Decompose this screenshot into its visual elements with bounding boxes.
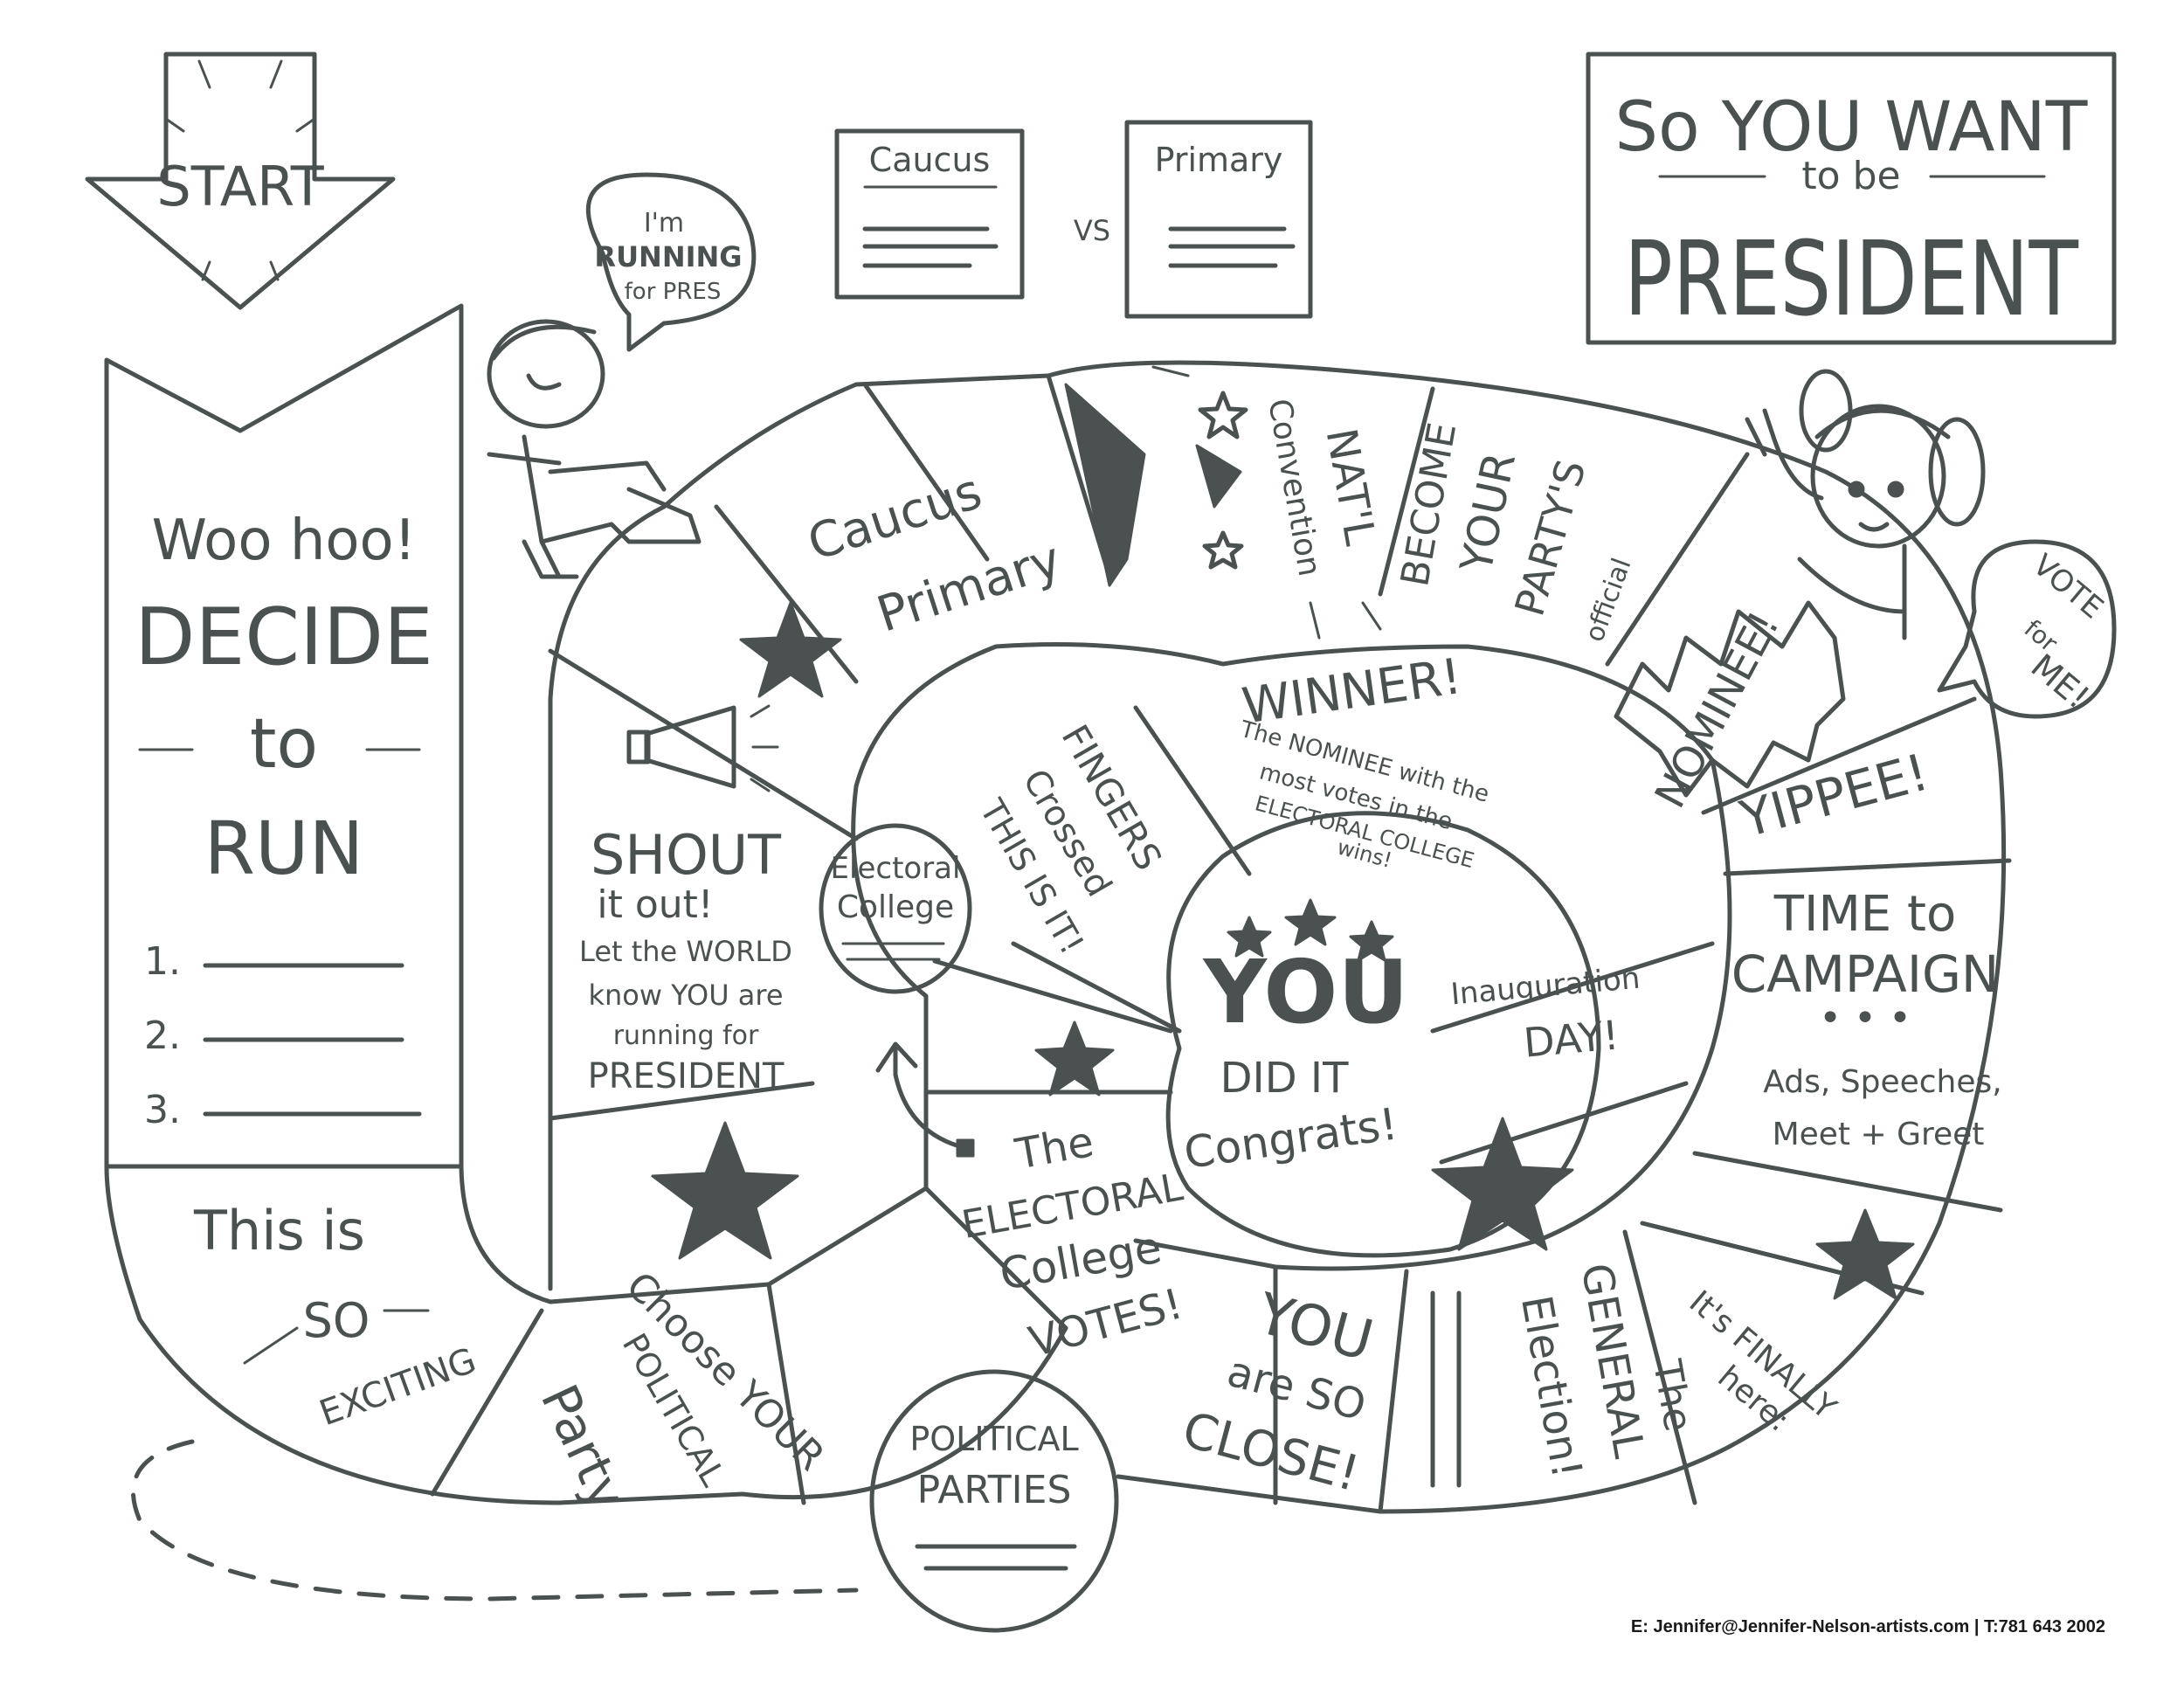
megaphone-icon xyxy=(626,704,779,792)
diamond-icon xyxy=(1195,444,1242,508)
winner-line1: WINNER! xyxy=(1239,648,1465,735)
inauguration-space: Inauguration DAY! xyxy=(1449,961,1641,1067)
star-icon xyxy=(1284,898,1337,946)
title-line2: to be xyxy=(1801,154,1900,198)
dashed-trail xyxy=(131,1439,859,1602)
start-arrow: START xyxy=(85,52,396,310)
list-item-3: 3. xyxy=(144,1088,181,1132)
star-icon xyxy=(1202,530,1244,570)
fingers-space: FINGERS Crossed THIS IS IT! xyxy=(972,717,1171,960)
campaign-space: TIME to CAMPAIGN • • • Ads, Speeches, Me… xyxy=(1731,886,2002,1152)
shout-line1: SHOUT xyxy=(591,823,782,887)
shout-line4: know YOU are xyxy=(588,979,783,1012)
girl-speech-bubble: VOTE for ME! xyxy=(1937,539,2117,719)
political-parties-circle: POLITICAL PARTIES xyxy=(869,1369,1119,1633)
choose-line3: Party xyxy=(529,1376,639,1519)
girl-character xyxy=(1745,369,1986,640)
campaign-line2: CAMPAIGN xyxy=(1731,944,2000,1004)
caucus-space-label: Caucus xyxy=(801,463,988,572)
girl-bubble-line2: for xyxy=(2019,614,2063,658)
electoral-circle-line1: Electoral xyxy=(831,851,961,886)
boy-character xyxy=(487,319,702,579)
primary-space-label: Primary xyxy=(870,531,1068,644)
center-line2: DID IT xyxy=(1220,1054,1349,1103)
ecvotes-line1: The xyxy=(1011,1117,1097,1180)
list-item-2: 2. xyxy=(144,1013,181,1058)
convention-line1: NAT'L xyxy=(1317,425,1386,549)
finally-space: It's FINALLY here: xyxy=(1683,1284,1843,1439)
exciting-line2: SO xyxy=(303,1293,370,1348)
general-election-space: The GENERAL Election! xyxy=(1430,1260,1701,1488)
exciting-line1: This is xyxy=(193,1199,365,1263)
electoral-circle-line2: College xyxy=(837,889,954,925)
campaign-line1: TIME to xyxy=(1773,886,1956,943)
center-line3: Congrats! xyxy=(1181,1098,1401,1179)
nominee-line2: YOUR xyxy=(1450,448,1525,578)
to-text: to xyxy=(250,705,318,784)
primary-card-title: Primary xyxy=(1155,141,1283,179)
star-icon xyxy=(1815,1208,1915,1300)
shout-line3: Let the WORLD xyxy=(579,935,792,968)
electoral-college-circle: Electoral College xyxy=(819,823,972,994)
primary-space: Primary xyxy=(870,531,1068,644)
shout-line5: running for xyxy=(613,1020,759,1051)
caucus-space: Caucus xyxy=(801,463,988,572)
decide-text: DECIDE xyxy=(135,591,433,683)
title-line1: So YOU WANT xyxy=(1615,88,2088,167)
list-item-1: 1. xyxy=(144,939,181,984)
shout-space: SHOUT it out! Let the WORLD know YOU are… xyxy=(579,704,792,1097)
ecvotes-line4: VOTES! xyxy=(1024,1279,1188,1366)
parties-circle-line1: POLITICAL xyxy=(909,1420,1078,1458)
star-icon xyxy=(1227,916,1272,958)
campaign-line3: Ads, Speeches, xyxy=(1763,1064,2001,1100)
finish-center: YOU DID IT Congrats! xyxy=(1181,941,1409,1179)
title-line3: PRESIDENT xyxy=(1624,218,2079,339)
star-icon xyxy=(1034,1020,1115,1097)
campaign-dots: • • • xyxy=(1819,996,1911,1041)
caucus-card-title: Caucus xyxy=(869,141,991,179)
star-icon xyxy=(739,601,842,698)
woohoo-text: Woo hoo! xyxy=(152,508,417,573)
arrow-icon xyxy=(875,1041,972,1152)
inauguration-line2: DAY! xyxy=(1522,1011,1621,1066)
electoral-votes-space: The ELECTORAL College VOTES! xyxy=(958,1117,1188,1367)
winner-space: WINNER! The NOMINEE with the most votes … xyxy=(1237,648,1492,873)
exciting-space: This is SO EXCITING xyxy=(193,1199,481,1434)
shout-line6: PRESIDENT xyxy=(588,1056,784,1097)
decide-to-run-space: Woo hoo! DECIDE to RUN 1. 2. 3. xyxy=(135,508,433,1132)
flag-icon xyxy=(1064,383,1146,587)
caucus-vs-primary: Caucus VS Primary xyxy=(834,120,1313,319)
girl-bubble-line3: ME! xyxy=(2024,647,2097,716)
decide-column xyxy=(104,303,1068,1505)
contact-footer: E: Jennifer@Jennifer-Nelson-artists.com … xyxy=(1630,1617,2105,1636)
parties-circle-line2: PARTIES xyxy=(917,1468,1072,1512)
inauguration-line1: Inauguration xyxy=(1449,961,1641,1013)
boy-bubble-line1: I'm xyxy=(644,208,684,239)
nominee-space: BECOME YOUR PARTY'S official NOMINEE! xyxy=(1393,419,1846,816)
general-line3: Election! xyxy=(1511,1292,1592,1482)
vs-label: VS xyxy=(1074,214,1110,247)
boy-speech-bubble: I'm RUNNING for PRES xyxy=(585,172,757,352)
star-icon xyxy=(1431,1117,1574,1251)
convention-line2: Convention xyxy=(1261,396,1327,578)
star-icon xyxy=(1198,391,1248,439)
star-icon xyxy=(651,1121,799,1260)
boy-bubble-line2: RUNNING xyxy=(594,240,742,273)
campaign-line4: Meet + Greet xyxy=(1773,1117,1985,1152)
so-close-space: YOU are SO CLOSE! xyxy=(1177,1282,1379,1504)
inner-ring xyxy=(1011,705,1715,1258)
general-line1: The xyxy=(1644,1356,1701,1435)
exciting-line3: EXCITING xyxy=(314,1340,481,1434)
center-line1: YOU xyxy=(1202,941,1408,1043)
shout-line2: it out! xyxy=(597,882,713,927)
convention-space: NAT'L Convention xyxy=(1261,396,1385,578)
title-box: So YOU WANT to be PRESIDENT xyxy=(1586,52,2117,345)
boy-bubble-line3: for PRES xyxy=(625,279,722,305)
run-text: RUN xyxy=(204,806,364,891)
start-label: START xyxy=(156,155,324,218)
star-icon xyxy=(1349,920,1394,962)
